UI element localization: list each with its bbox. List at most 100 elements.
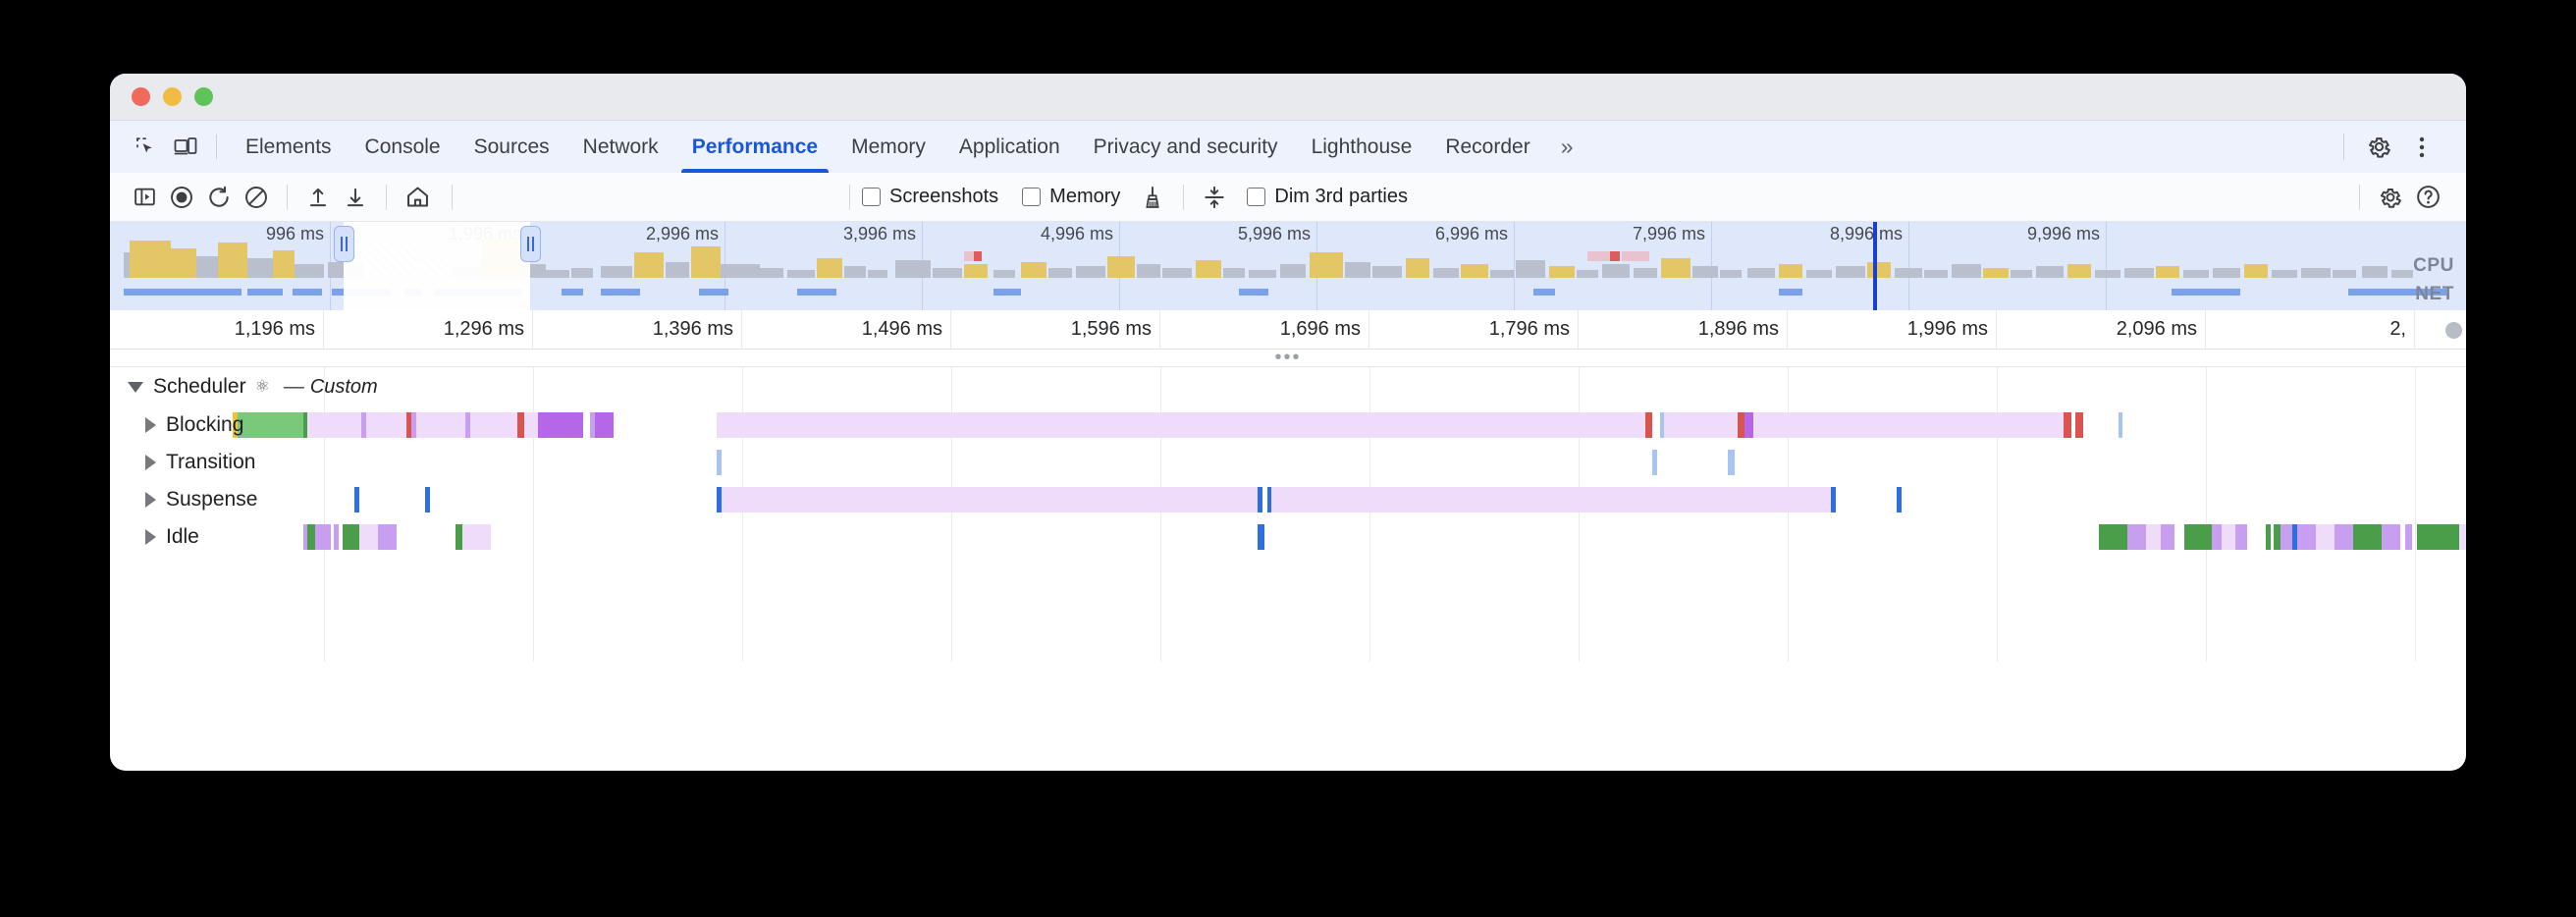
help-icon[interactable] xyxy=(2409,179,2446,216)
flame-chart-event[interactable] xyxy=(1727,450,1736,475)
flame-track-transition[interactable]: Transition xyxy=(110,445,2466,480)
screenshots-checkbox[interactable]: Screenshots xyxy=(862,186,998,208)
flame-chart-event[interactable] xyxy=(237,412,303,438)
flame-chart-event[interactable] xyxy=(2458,524,2466,550)
flame-chart-event[interactable] xyxy=(302,524,308,550)
timeline-overview[interactable]: 996 ms1,996 ms2,996 ms3,996 ms4,996 ms5,… xyxy=(110,222,2466,310)
flame-chart-event[interactable] xyxy=(307,524,315,550)
flame-chart-event[interactable] xyxy=(1831,487,1837,512)
transition-track-bars[interactable] xyxy=(110,450,2466,475)
settings-gear-icon[interactable] xyxy=(2362,131,2395,164)
clear-icon[interactable] xyxy=(238,179,275,216)
flame-chart-event[interactable] xyxy=(1737,412,1744,438)
reload-and-record-icon[interactable] xyxy=(200,179,238,216)
flame-chart-event[interactable] xyxy=(2183,524,2213,550)
collapse-tracks-icon[interactable] xyxy=(1196,179,1233,216)
flame-chart-event[interactable] xyxy=(1659,412,1665,438)
inspect-element-icon[interactable] xyxy=(130,131,163,164)
flame-track-idle[interactable]: Idle xyxy=(110,519,2466,555)
flame-chart-event[interactable] xyxy=(2404,524,2412,550)
flame-chart-event[interactable] xyxy=(2146,524,2161,550)
flame-chart-event[interactable] xyxy=(2235,524,2248,550)
tab-privacy-and-security[interactable]: Privacy and security xyxy=(1093,135,1278,158)
flame-chart-event[interactable] xyxy=(717,487,722,512)
tab-performance[interactable]: Performance xyxy=(675,121,834,173)
tab-console[interactable]: Console xyxy=(364,135,441,158)
flame-chart-event[interactable] xyxy=(2075,412,2083,438)
tab-memory[interactable]: Memory xyxy=(851,135,926,158)
garbage-collect-broom-icon[interactable] xyxy=(1134,179,1171,216)
flame-track-blocking[interactable]: Blocking xyxy=(110,407,2466,443)
flame-chart-event[interactable] xyxy=(1257,487,1262,512)
flame-chart-event[interactable] xyxy=(464,412,470,438)
download-profile-icon[interactable] xyxy=(337,179,374,216)
tab-sources[interactable]: Sources xyxy=(473,135,550,158)
flame-chart-event[interactable] xyxy=(333,524,339,550)
flame-chart-event[interactable] xyxy=(721,487,1258,512)
flame-chart-event[interactable] xyxy=(314,524,332,550)
flame-chart-event[interactable] xyxy=(589,412,595,438)
flame-chart-event[interactable] xyxy=(2212,524,2222,550)
overview-selection-handle-left[interactable] xyxy=(334,226,354,262)
suspense-expand-triangle-icon[interactable] xyxy=(145,492,156,508)
flame-chart-event[interactable] xyxy=(2291,524,2297,550)
tab-recorder[interactable]: Recorder xyxy=(1445,135,1530,158)
flame-chart-event[interactable] xyxy=(378,524,398,550)
flame-chart-event[interactable] xyxy=(717,412,1646,438)
flame-chart-event[interactable] xyxy=(232,412,238,438)
flame-chart-event[interactable] xyxy=(2273,524,2281,550)
flame-chart-event[interactable] xyxy=(2296,524,2316,550)
flame-chart-event[interactable] xyxy=(410,412,416,438)
tab-application[interactable]: Application xyxy=(958,135,1060,158)
panel-resize-handle[interactable]: ••• xyxy=(110,347,2466,368)
flame-chart-event[interactable] xyxy=(1257,524,1265,550)
flame-chart-event[interactable] xyxy=(2416,524,2459,550)
flame-track-suspense[interactable]: Suspense xyxy=(110,482,2466,517)
home-icon[interactable] xyxy=(399,179,436,216)
flame-chart-event[interactable] xyxy=(2334,524,2354,550)
flame-chart-event[interactable] xyxy=(361,412,367,438)
suspense-track-bars[interactable] xyxy=(110,487,2466,512)
flame-chart-event[interactable] xyxy=(2353,524,2382,550)
flame-chart-event[interactable] xyxy=(425,487,430,512)
screenshots-checkbox-box[interactable] xyxy=(862,188,881,206)
flame-group-scheduler[interactable]: Scheduler ⚛ — Custom xyxy=(110,369,2466,405)
timeline-scroll-thumb[interactable] xyxy=(2445,322,2462,339)
flame-chart-event[interactable] xyxy=(523,412,539,438)
flame-chart-event[interactable] xyxy=(343,524,360,550)
flame-chart-event[interactable] xyxy=(1753,412,2065,438)
flame-chart-event[interactable] xyxy=(469,412,517,438)
idle-track-bars[interactable] xyxy=(110,524,2466,550)
blocking-expand-triangle-icon[interactable] xyxy=(145,417,156,433)
overview-selection-handle-right[interactable] xyxy=(520,226,541,262)
flame-chart-event[interactable] xyxy=(2064,412,2071,438)
memory-checkbox[interactable]: Memory xyxy=(1022,186,1120,208)
flame-chart-event[interactable] xyxy=(1271,487,1832,512)
flame-chart-event[interactable] xyxy=(1645,412,1653,438)
flame-chart-event[interactable] xyxy=(594,412,614,438)
flame-chart-event[interactable] xyxy=(2280,524,2292,550)
flame-chart-event[interactable] xyxy=(1744,412,1754,438)
flame-chart-event[interactable] xyxy=(2266,524,2272,550)
overview-ruler[interactable]: 996 ms1,996 ms2,996 ms3,996 ms4,996 ms5,… xyxy=(110,222,2466,310)
flame-chart-event[interactable] xyxy=(2221,524,2236,550)
flame-chart-event[interactable] xyxy=(2315,524,2334,550)
flame-chart-event[interactable] xyxy=(2127,524,2147,550)
tab-elements[interactable]: Elements xyxy=(245,135,332,158)
flame-chart-event[interactable] xyxy=(2160,524,2174,550)
memory-checkbox-box[interactable] xyxy=(1022,188,1042,206)
flame-chart-event[interactable] xyxy=(1664,412,1738,438)
flame-chart-event[interactable] xyxy=(538,412,583,438)
flame-chart-event[interactable] xyxy=(359,524,379,550)
record-icon[interactable] xyxy=(163,179,200,216)
flame-chart-event[interactable] xyxy=(2099,524,2128,550)
scheduler-expand-triangle-icon[interactable] xyxy=(128,381,143,393)
more-options-icon[interactable] xyxy=(2405,131,2439,164)
flame-chart-event[interactable] xyxy=(516,412,524,438)
flame-chart-event[interactable] xyxy=(2118,412,2123,438)
overview-playhead[interactable] xyxy=(1873,222,1877,310)
flame-chart-event[interactable] xyxy=(354,487,360,512)
dim-3rd-parties-checkbox[interactable]: Dim 3rd parties xyxy=(1247,186,1408,208)
close-window-button[interactable] xyxy=(132,87,150,106)
flame-chart-event[interactable] xyxy=(1652,450,1658,475)
